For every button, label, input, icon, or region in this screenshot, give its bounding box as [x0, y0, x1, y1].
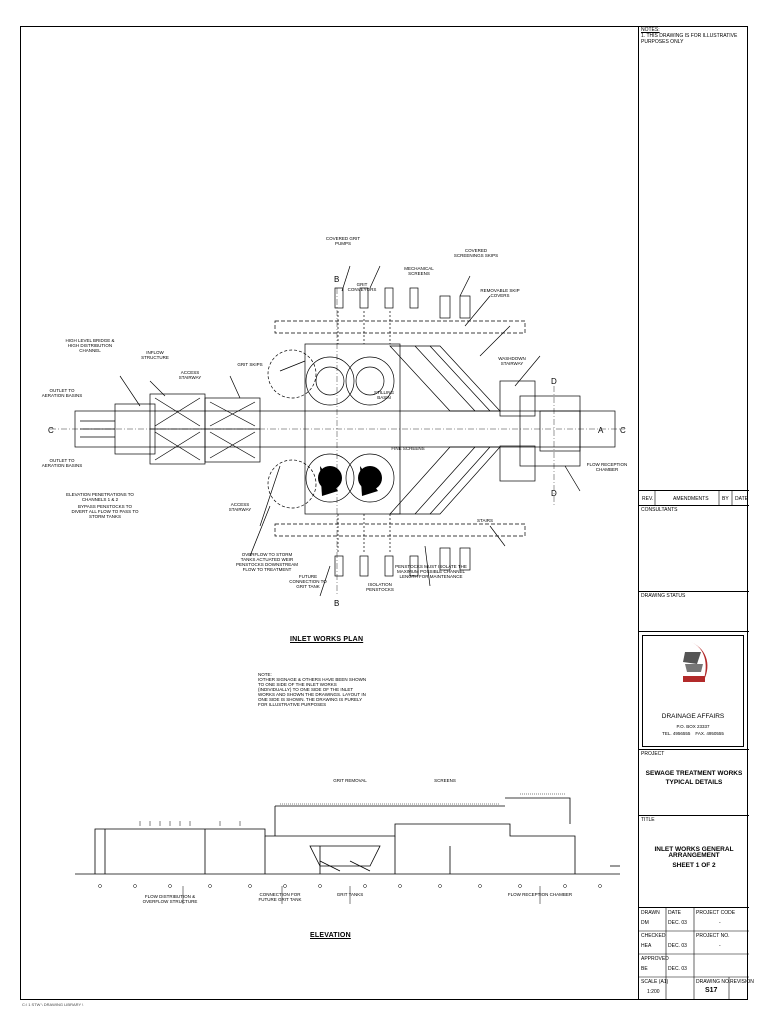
label-outlet-2: OUTLET TO AERATION BASINS: [41, 458, 83, 468]
project-code-label: PROJECT CODE: [696, 910, 736, 916]
drawing-status-label: DRAWING STATUS: [641, 593, 686, 599]
date-value-1: DEC. 03: [668, 920, 687, 926]
label-penstocks-isolate: PENSTOCKS MUST ISOLATE THE MAXIMUM POSSI…: [395, 564, 467, 579]
title-line-2: SHEET 1 OF 2: [672, 862, 716, 869]
elevation-label-flow-distribution: FLOW DISTRIBUTION & OVERFLOW STRUCTURE: [142, 894, 198, 904]
rev-label: REV.: [642, 496, 654, 502]
section-marker-c-left: C: [48, 426, 54, 435]
authority-logo-box: DRAINAGE AFFAIRS P.O. BOX 23337 TEL. 495…: [642, 635, 744, 747]
notes-text: 1. THIS DRAWING IS FOR ILLUSTRATIVE PURP…: [641, 33, 738, 45]
checked-value: HEA: [641, 943, 652, 949]
title-line-1: INLET WORKS GENERAL ARRANGEMENT: [654, 846, 734, 859]
section-marker-d-bottom: D: [551, 489, 557, 498]
label-stilling-basin: STILLING BASIN: [373, 390, 394, 400]
label-high-level-bridge: HIGH LEVEL BRIDGE & HIGH DISTRIBUTION CH…: [65, 338, 115, 353]
elevation-title: ELEVATION: [310, 932, 351, 939]
project-line-2: TYPICAL DETAILS: [665, 779, 723, 786]
drawing-area: C C A B B D D OUTLE: [20, 26, 639, 1000]
label-covered-grit-pumps: COVERED GRIT PUMPS: [325, 236, 361, 246]
scale-label: SCALE (A1): [641, 979, 669, 985]
drainage-logo-icon: [683, 642, 708, 682]
file-path-footer: C:\ 1 STW \ DRAWING LIBRARY \: [22, 1002, 84, 1007]
project-no-label: PROJECT NO.: [696, 933, 730, 939]
title-label: TITLE: [641, 817, 655, 823]
label-outlet-1: OUTLET TO AERATION BASINS: [41, 388, 83, 398]
authority-panel: DRAINAGE AFFAIRS P.O. BOX 23337 TEL. 495…: [639, 632, 749, 750]
plan-note: NOTE: IOTHER SIGNAGE & OTHERS HAVE BEEN …: [258, 672, 367, 707]
elevation-drawing: [75, 797, 620, 875]
amendments-label: AMENDMENTS: [673, 496, 709, 502]
title-block: NOTES: 1. THIS DRAWING IS FOR ILLUSTRATI…: [638, 26, 754, 1000]
project-code-value: -: [719, 920, 721, 926]
label-mechanical-screens: MECHANICAL SCREENS: [404, 266, 434, 276]
drawn-label: DRAWN: [641, 910, 660, 916]
notes-panel: NOTES: 1. THIS DRAWING IS FOR ILLUSTRATI…: [639, 26, 749, 491]
label-covered-screenings-skips: COVERED SCREENINGS SKIPS: [453, 248, 499, 258]
authority-phone-fax: TEL. 4956555 FAX. 4950555: [662, 731, 724, 736]
info-grid-lines: [639, 908, 749, 1000]
elevation-label-grit-removal: GRIT REMOVAL: [333, 778, 367, 783]
plan-title: INLET WORKS PLAN: [290, 636, 364, 643]
section-marker-b-bottom: B: [334, 599, 339, 608]
label-isolation-penstocks: ISOLATION PENSTOCKS: [366, 582, 394, 592]
approved-value: BE: [641, 966, 648, 972]
date-label-1: DATE: [668, 910, 681, 916]
section-marker-d-top: D: [551, 377, 557, 386]
label-stairs: STAIRS: [477, 518, 493, 523]
approved-label: APPROVED: [641, 956, 669, 962]
date-value-3: DEC. 03: [668, 966, 687, 972]
label-grit-conveyors: GRIT CONVEYORS: [347, 282, 377, 292]
label-fine-screens: FINE SCREENS: [391, 446, 425, 451]
title-panel: TITLE INLET WORKS GENERAL ARRANGEMENT SH…: [639, 816, 749, 908]
label-inflow-structure: INFLOW STRUCTURE: [141, 350, 169, 360]
label-future-connection: FUTURE CONNECTION TO GRIT TANK: [289, 574, 327, 589]
authority-po-box: P.O. BOX 23337: [676, 724, 710, 729]
drawing-sheet-border: [20, 26, 748, 1000]
label-flow-reception: FLOW RECEPTION CHAMBER: [586, 462, 628, 472]
drawing-no-label: DRAWING NO.: [696, 979, 731, 985]
consultants-panel: CONSULTANTS: [639, 506, 749, 592]
info-grid: DRAWN DM DATE DEC. 03 PROJECT CODE - CHE…: [639, 908, 754, 1000]
project-panel: PROJECT SEWAGE TREATMENT WORKS TYPICAL D…: [639, 750, 749, 816]
inlet-works-drawing: C C A B B D D: [48, 265, 626, 904]
label-access-stairway-1: ACCESS STAIRWAY: [178, 370, 202, 380]
section-marker-a: A: [598, 426, 604, 435]
label-grit-skips: GRIT SKIPS: [237, 362, 263, 367]
elevation-label-connection: CONNECTION FOR FUTURE GRIT TANK: [258, 892, 302, 902]
revision-label: REVISION: [730, 979, 754, 985]
section-marker-c-right: C: [620, 426, 626, 435]
drawing-no-value: S17: [705, 987, 718, 994]
revision-header: REV. AMENDMENTS BY DATE: [639, 491, 749, 506]
checked-label: CHECKED: [641, 933, 666, 939]
date-label: DATE: [735, 496, 748, 502]
project-label: PROJECT: [641, 751, 665, 757]
label-bypass-penstocks: BYPASS PENSTOCKS TO DIVERT ALL FLOW TO P…: [71, 504, 139, 519]
label-access-stairway-2: ACCESS STAIRWAY: [228, 502, 252, 512]
elevation-label-screens: SCREENS: [434, 778, 456, 783]
label-elevation-penetrations: ELEVATION PENETRATIONS TO CHANNELS 1 & 2: [66, 492, 134, 502]
by-label: BY: [722, 496, 729, 502]
section-marker-b-top: B: [334, 275, 339, 284]
elevation-label-flow-reception: FLOW RECEPTION CHAMBER: [507, 892, 573, 897]
revision-grid: [654, 491, 733, 506]
label-skip-covers: REMOVABLE SKIP COVERS: [480, 288, 520, 298]
authority-name: DRAINAGE AFFAIRS: [661, 713, 725, 720]
label-overflow-storm: OVERFLOW TO STORM TANKS ACTUATED WEIR PE…: [236, 552, 298, 572]
scale-value: 1:200: [647, 989, 660, 995]
project-line-1: SEWAGE TREATMENT WORKS: [645, 770, 743, 777]
date-value-2: DEC. 03: [668, 943, 687, 949]
elevation-label-grit-tanks: GRIT TANKS: [336, 892, 364, 897]
consultants-label: CONSULTANTS: [641, 507, 678, 513]
label-washdown-stairway: WASHDOWN STAIRWAY: [498, 356, 526, 366]
drawn-value: DM: [641, 920, 649, 926]
project-no-value: -: [719, 943, 721, 949]
notes-header: NOTES:: [641, 27, 660, 33]
drawing-status-panel: DRAWING STATUS: [639, 592, 749, 632]
